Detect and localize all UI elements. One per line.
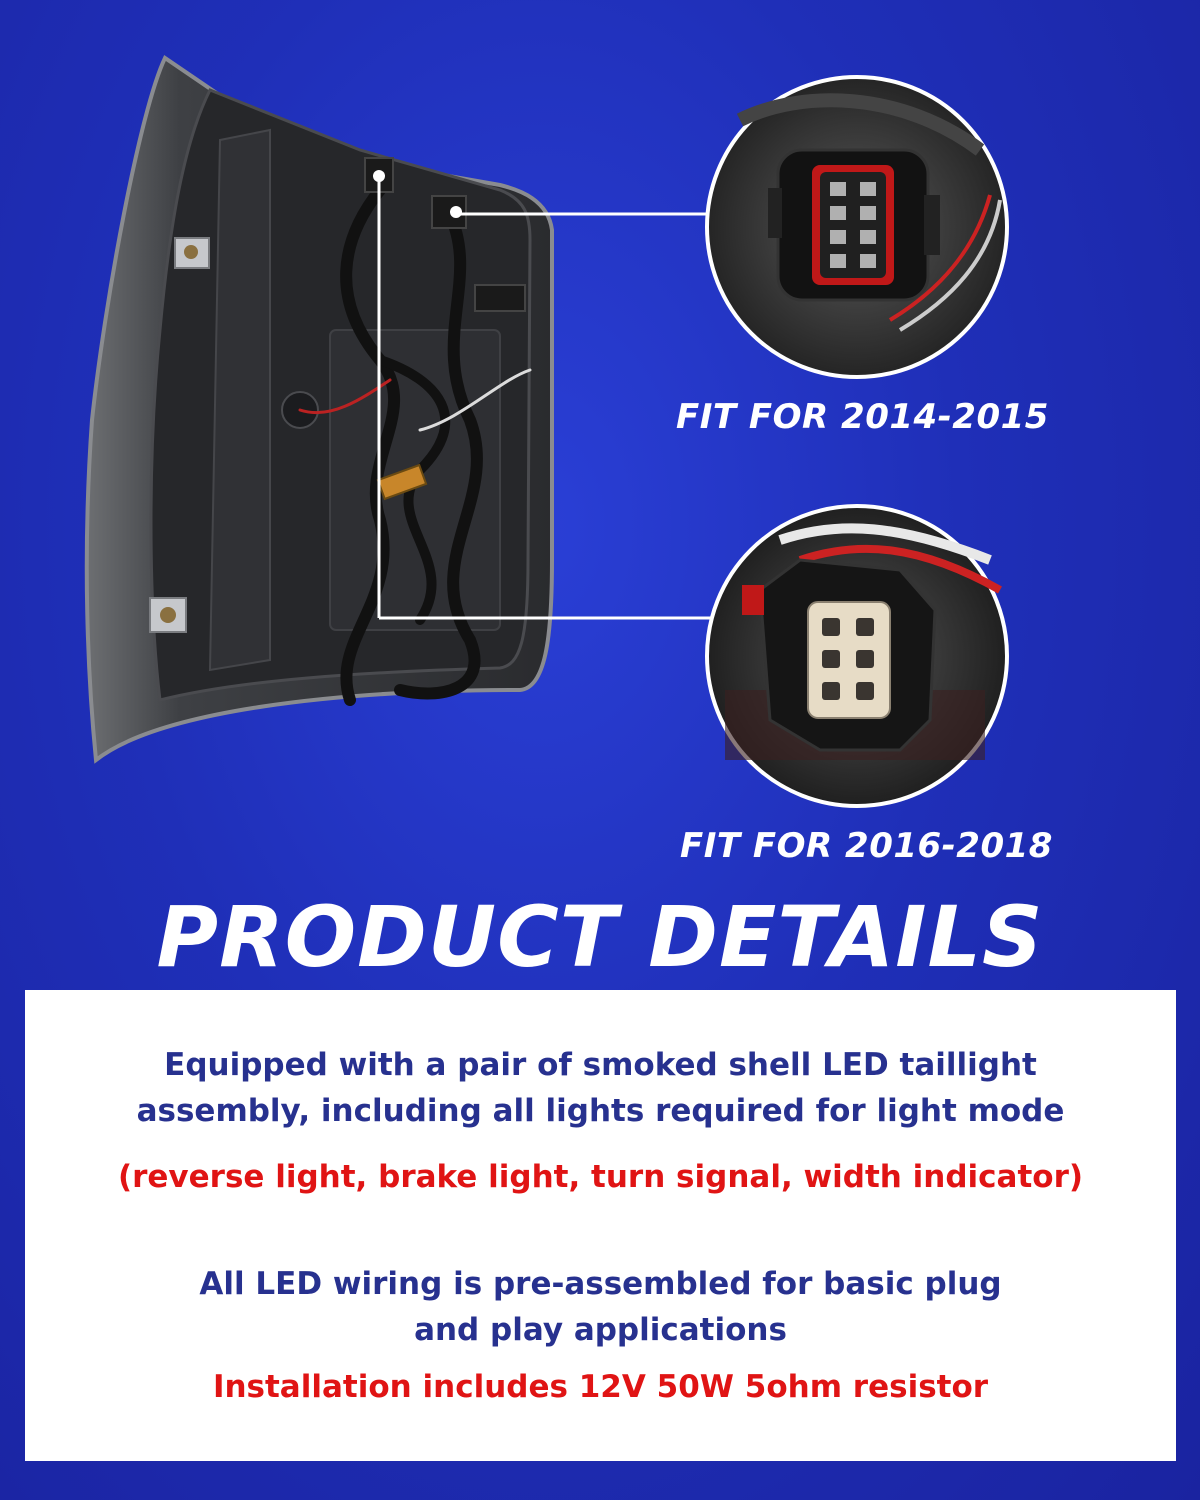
details-panel: Equipped with a pair of smoked shell LED…: [25, 990, 1176, 1461]
wiring-harness: [298, 157, 532, 706]
callout-lines: [373, 170, 712, 620]
detail-line-1: Equipped with a pair of smoked shell LED…: [164, 1047, 1037, 1083]
fit-label-2016-2018: FIT FOR 2016-2018: [680, 826, 1053, 866]
taillight-illustration: [84, 55, 1009, 808]
taillight-housing: [84, 55, 554, 764]
detail-line-4: All LED wiring is pre-assembled for basi…: [199, 1266, 1002, 1302]
detail-line-3: (reverse light, brake light, turn signal…: [117, 1159, 1084, 1195]
page-title: PRODUCT DETAILS: [156, 888, 1044, 986]
connector-8pin-photo-icon: [705, 75, 1009, 379]
detail-line-6: Installation includes 12V 50W 5ohm resis…: [212, 1369, 989, 1405]
product-visual: FIT FOR 2014-2015 FIT FOR 2016-2018: [84, 55, 1053, 866]
detail-line-2: assembly, including all lights required …: [136, 1093, 1065, 1129]
detail-line-5: and play applications: [414, 1312, 787, 1348]
connector-6pin-photo-icon: [705, 504, 1009, 808]
fit-label-2014-2015: FIT FOR 2014-2015: [676, 397, 1049, 437]
